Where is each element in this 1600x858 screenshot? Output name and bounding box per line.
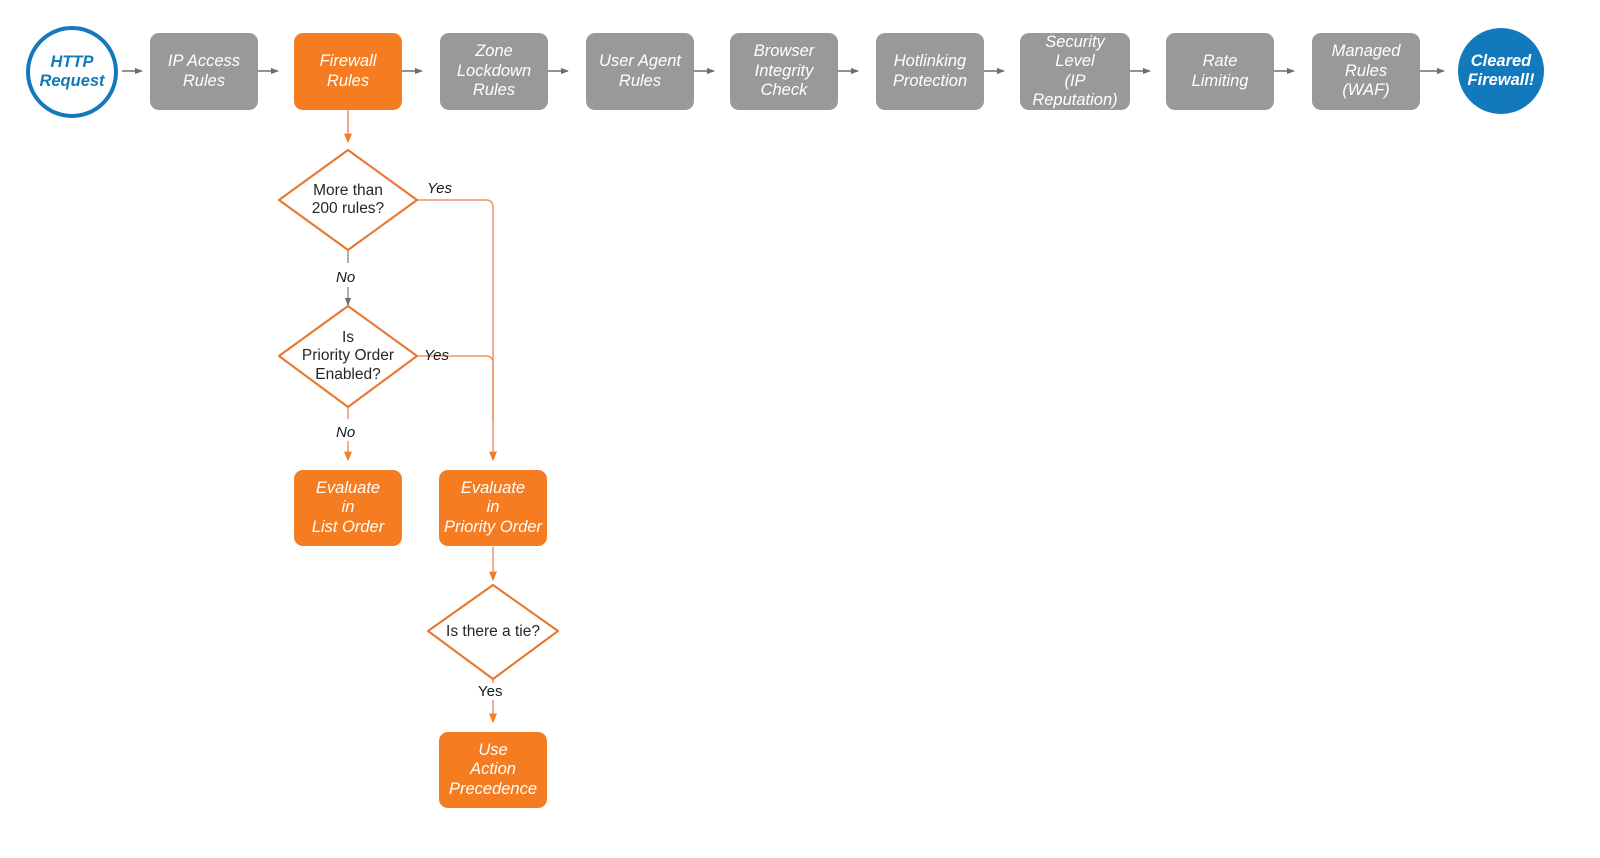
node-user-agent-rules-label: User Agent Rules	[599, 52, 681, 90]
node-security-level[interactable]: Security Level (IP Reputation)	[1020, 33, 1130, 110]
node-managed-rules-waf-label: Managed Rules (WAF)	[1331, 42, 1401, 100]
node-evaluate-list-order[interactable]: Evaluate in List Order	[294, 470, 402, 546]
edge-label-yes-tie: Yes	[478, 683, 503, 700]
node-firewall-rules[interactable]: Firewall Rules	[294, 33, 402, 110]
node-zone-lockdown-rules[interactable]: Zone Lockdown Rules	[440, 33, 548, 110]
node-http-request-label: HTTP Request	[39, 52, 105, 90]
node-cleared-firewall-label: Cleared Firewall!	[1467, 51, 1535, 89]
node-firewall-rules-label: Firewall Rules	[319, 52, 377, 90]
node-evaluate-priority-order[interactable]: Evaluate in Priority Order	[439, 470, 547, 546]
diamond-priority-order	[277, 304, 419, 409]
node-use-action-precedence[interactable]: Use Action Precedence	[439, 732, 547, 808]
diamond-more-than-200	[277, 148, 419, 252]
edge-decision2-yes	[417, 355, 494, 420]
edge-label-no-priority-order: No	[336, 424, 356, 441]
node-evaluate-list-order-label: Evaluate in List Order	[311, 478, 385, 536]
node-browser-integrity-check-label: Browser Integrity Check	[753, 42, 815, 100]
node-ip-access-rules[interactable]: IP Access Rules	[150, 33, 258, 110]
edge-label-yes-priority-order: Yes	[424, 347, 450, 364]
node-hotlinking-protection[interactable]: Hotlinking Protection	[876, 33, 984, 110]
node-cleared-firewall[interactable]: Cleared Firewall!	[1458, 28, 1544, 114]
diamond-is-there-a-tie	[426, 583, 560, 681]
decision-outlines	[277, 148, 560, 681]
edge-decision1-yes	[417, 199, 497, 462]
edge-label-yes-more-than-200: Yes	[427, 180, 453, 197]
node-hotlinking-protection-label: Hotlinking Protection	[892, 52, 968, 90]
node-zone-lockdown-rules-label: Zone Lockdown Rules	[456, 42, 532, 100]
node-evaluate-priority-order-label: Evaluate in Priority Order	[443, 478, 543, 536]
node-use-action-precedence-label: Use Action Precedence	[448, 740, 538, 798]
node-http-request[interactable]: HTTP Request	[26, 26, 118, 118]
node-ip-access-rules-label: IP Access Rules	[167, 52, 241, 90]
node-user-agent-rules[interactable]: User Agent Rules	[586, 33, 694, 110]
node-security-level-label: Security Level (IP Reputation)	[1032, 32, 1118, 109]
edge-label-no-more-than-200: No	[336, 269, 356, 286]
node-browser-integrity-check[interactable]: Browser Integrity Check	[730, 33, 838, 110]
node-managed-rules-waf[interactable]: Managed Rules (WAF)	[1312, 33, 1420, 110]
node-rate-limiting[interactable]: Rate Limiting	[1166, 33, 1274, 110]
node-rate-limiting-label: Rate Limiting	[1191, 52, 1249, 90]
